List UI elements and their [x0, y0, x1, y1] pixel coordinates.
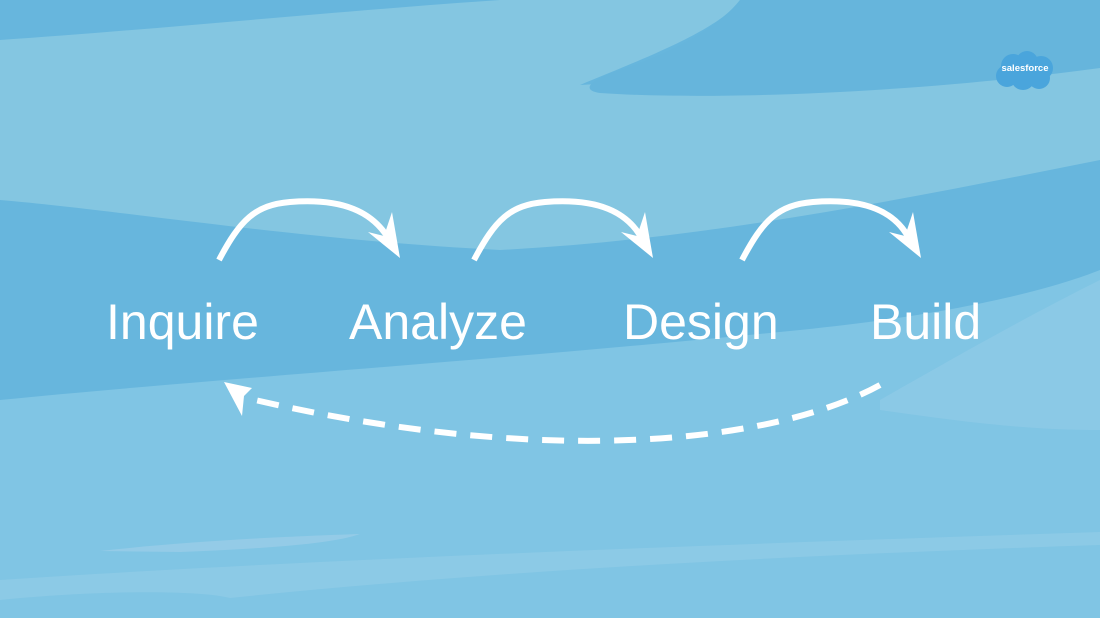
- arrowhead-dashed-icon: [224, 382, 252, 416]
- step-build: Build: [870, 294, 982, 350]
- arrow-design-to-build: [739, 198, 915, 262]
- arrow-inquire-to-analyze: [216, 198, 395, 262]
- arrowhead-2-icon: [621, 212, 653, 258]
- arrowhead-3-icon: [889, 212, 921, 258]
- step-inquire: Inquire: [106, 294, 259, 350]
- step-design: Design: [623, 294, 779, 350]
- salesforce-logo-text: salesforce: [1001, 63, 1049, 74]
- arrow-build-to-inquire-dashed: [254, 382, 882, 444]
- step-analyze: Analyze: [349, 294, 527, 350]
- salesforce-cloud-logo-icon: [996, 51, 1053, 90]
- arrowhead-1-icon: [368, 212, 400, 258]
- arrow-analyze-to-design: [471, 198, 648, 262]
